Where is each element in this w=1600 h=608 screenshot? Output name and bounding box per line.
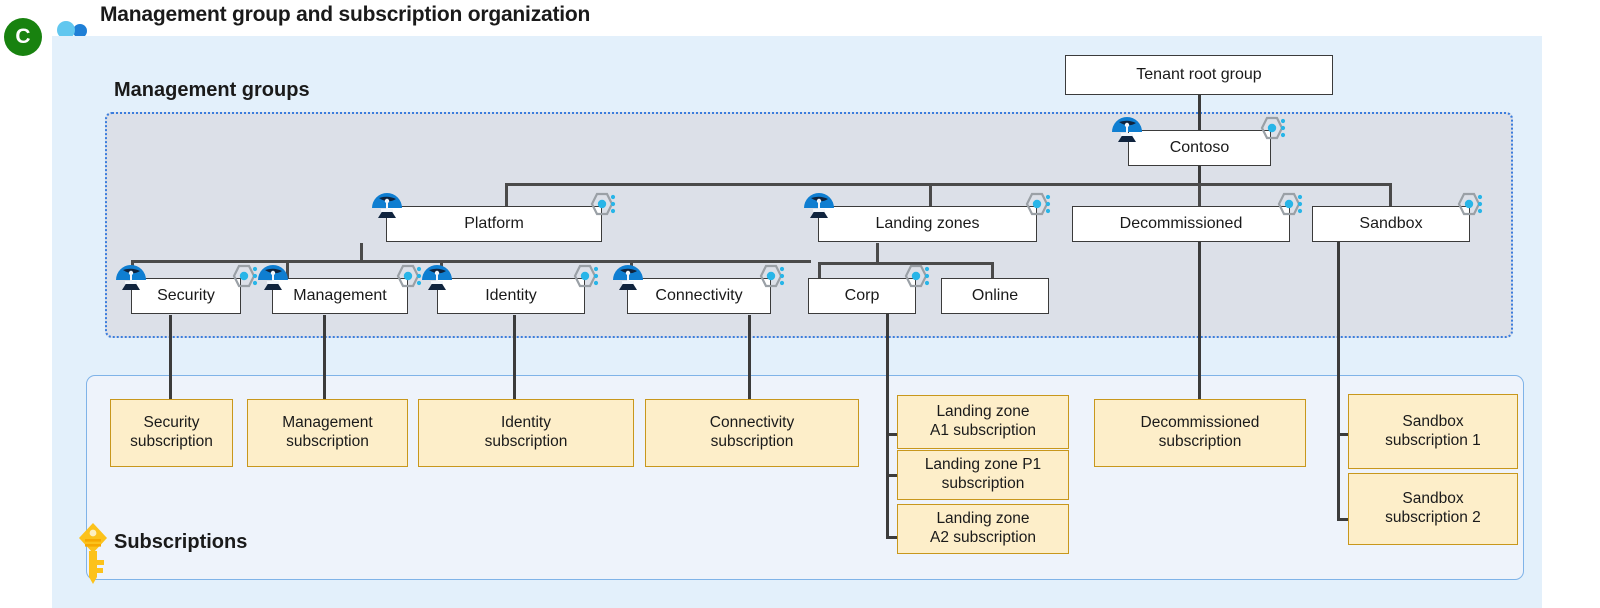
key-icon: [76, 521, 110, 585]
azure-policy-icon: [802, 190, 836, 220]
node-landing-zones[interactable]: Landing zones: [818, 206, 1037, 242]
azure-policy-icon: [611, 262, 645, 292]
connector-connectivity-sub: [748, 315, 751, 400]
azure-policy-icon: [256, 262, 290, 292]
node-management[interactable]: Management: [272, 278, 408, 314]
connector-contoso-bus: [1198, 165, 1201, 185]
node-contoso[interactable]: Contoso: [1128, 130, 1271, 166]
subscription-landing-zone-p1[interactable]: Landing zone P1 subscription: [897, 450, 1069, 500]
subscription-landing-zone-a1[interactable]: Landing zone A1 subscription: [897, 395, 1069, 449]
connector-sandbox-1: [1337, 433, 1350, 436]
azure-policy-icon: [420, 262, 454, 292]
header-row: C Management group and subscription orga…: [0, 0, 1600, 56]
connector-security-sub: [169, 315, 172, 400]
node-connectivity[interactable]: Connectivity: [627, 278, 771, 314]
management-group-icon: [1255, 114, 1289, 144]
node-online[interactable]: Online: [941, 278, 1049, 314]
connector-drop-online: [991, 262, 994, 280]
management-group-icon: [1272, 190, 1306, 220]
node-platform[interactable]: Platform: [386, 206, 602, 242]
management-group-icon: [899, 262, 933, 292]
management-group-icon: [391, 262, 425, 292]
connector-drop-decommissioned: [1198, 183, 1201, 208]
connector-tenant-contoso: [1198, 93, 1201, 133]
node-corp[interactable]: Corp: [808, 278, 916, 314]
management-group-icon: [227, 262, 261, 292]
connector-corp-bracket: [886, 313, 889, 538]
connector-corp-p1: [886, 474, 899, 477]
connector-lz-stem: [876, 243, 879, 263]
management-group-icon: [568, 262, 602, 292]
subscription-sandbox-1[interactable]: Sandbox subscription 1: [1348, 394, 1518, 469]
management-group-icon: [1020, 190, 1054, 220]
connector-lz-bus: [818, 262, 992, 265]
node-identity[interactable]: Identity: [437, 278, 585, 314]
connector-sandbox-bracket: [1337, 240, 1340, 520]
connector-sandbox-2: [1337, 518, 1350, 521]
management-group-icon: [585, 190, 619, 220]
connector-drop-sandbox: [1389, 183, 1392, 208]
management-groups-heading: Management groups: [114, 79, 310, 101]
contoso-badge-icon: C: [4, 18, 42, 56]
connector-decommissioned-sub: [1198, 240, 1201, 400]
connector-management-sub: [323, 315, 326, 400]
azure-policy-icon: [114, 262, 148, 292]
node-sandbox[interactable]: Sandbox: [1312, 206, 1470, 242]
management-group-icon: [754, 262, 788, 292]
connector-drop-landing-zones: [929, 183, 932, 208]
connector-corp-a2: [886, 536, 899, 539]
connector-drop-platform: [505, 183, 508, 208]
page-title: Management group and subscription organi…: [100, 3, 591, 26]
subscription-connectivity[interactable]: Connectivity subscription: [645, 399, 859, 467]
node-decommissioned[interactable]: Decommissioned: [1072, 206, 1290, 242]
subscription-sandbox-2[interactable]: Sandbox subscription 2: [1348, 473, 1518, 545]
azure-policy-icon: [1110, 114, 1144, 144]
management-group-icon: [1452, 190, 1486, 220]
connector-corp-a1: [886, 433, 899, 436]
connector-platform-stem: [360, 243, 363, 261]
subscription-decommissioned[interactable]: Decommissioned subscription: [1094, 399, 1306, 467]
subscription-security[interactable]: Security subscription: [110, 399, 233, 467]
connector-drop-management: [286, 260, 289, 278]
node-tenant-root-group[interactable]: Tenant root group: [1065, 55, 1333, 95]
subscription-management[interactable]: Management subscription: [247, 399, 408, 467]
subscription-identity[interactable]: Identity subscription: [418, 399, 634, 467]
subscriptions-heading: Subscriptions: [114, 531, 248, 553]
azure-policy-icon: [370, 190, 404, 220]
connector-platform-bus: [131, 260, 811, 263]
subscription-landing-zone-a2[interactable]: Landing zone A2 subscription: [897, 504, 1069, 554]
connector-top-bus: [505, 183, 1391, 186]
node-security[interactable]: Security: [131, 278, 241, 314]
connector-drop-corp: [818, 262, 821, 280]
connector-identity-sub: [513, 315, 516, 400]
